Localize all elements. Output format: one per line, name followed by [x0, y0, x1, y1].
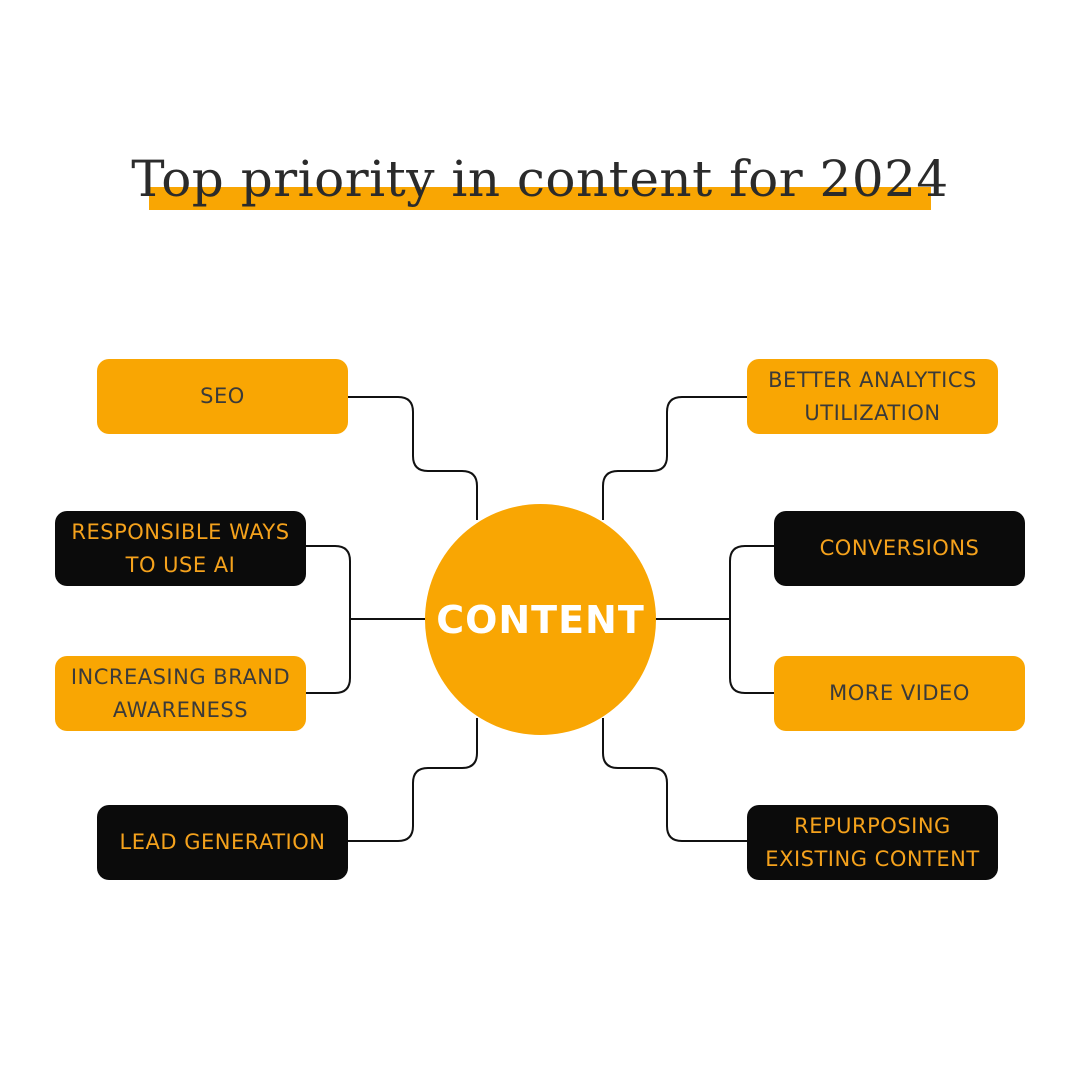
connector-repurposing [602, 718, 747, 842]
node-lead-generation: LEAD GENERATION [97, 805, 348, 880]
hub-label: CONTENT [436, 597, 645, 642]
connector-left-bracket [306, 545, 351, 694]
connector-seo [348, 396, 478, 520]
node-more-video: MORE VIDEO [774, 656, 1025, 731]
node-seo: SEO [97, 359, 348, 434]
content-hub-circle: CONTENT [425, 504, 656, 735]
connector-right-bracket [729, 545, 774, 694]
connector-analytics [602, 396, 747, 520]
title-highlight-bar [149, 187, 931, 210]
node-conversions: CONVERSIONS [774, 511, 1025, 586]
node-repurposing: REPURPOSING EXISTING CONTENT [747, 805, 998, 880]
node-responsible-ai: RESPONSIBLE WAYS TO USE AI [55, 511, 306, 586]
node-analytics: BETTER ANALYTICS UTILIZATION [747, 359, 998, 434]
page-title: Top priority in content for 2024 [131, 150, 949, 208]
node-brand-awareness: INCREASING BRAND AWARENESS [55, 656, 306, 731]
connector-lead-generation [348, 718, 478, 842]
